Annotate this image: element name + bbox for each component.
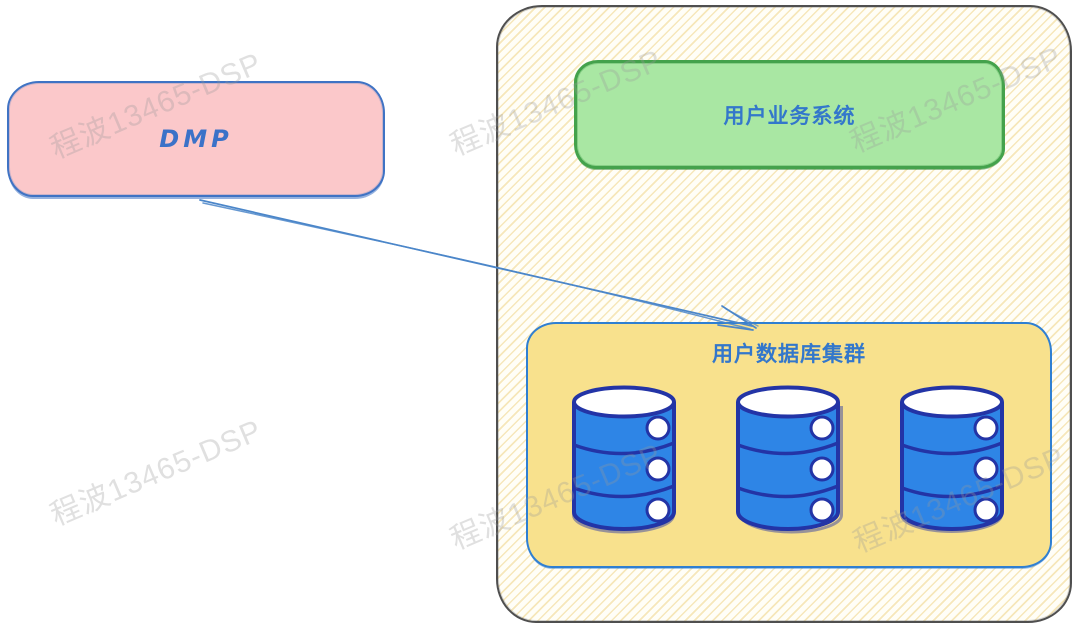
database-icon[interactable] bbox=[568, 384, 680, 534]
node-business-system[interactable]: 用户业务系统 bbox=[574, 60, 1005, 169]
database-icon[interactable] bbox=[896, 384, 1008, 534]
database-icon[interactable] bbox=[732, 384, 844, 534]
node-db-cluster[interactable]: 用户数据库集群 bbox=[526, 322, 1052, 568]
database-row bbox=[568, 384, 1008, 534]
business-system-container[interactable]: 用户业务系统 用户数据库集群 bbox=[496, 5, 1072, 623]
node-dmp[interactable]: DMP bbox=[7, 81, 385, 197]
node-db-cluster-label: 用户数据库集群 bbox=[712, 343, 866, 366]
node-dmp-label: DMP bbox=[159, 125, 233, 153]
watermark: 程波13465-DSP bbox=[45, 413, 267, 533]
node-business-system-label: 用户业务系统 bbox=[723, 104, 856, 128]
